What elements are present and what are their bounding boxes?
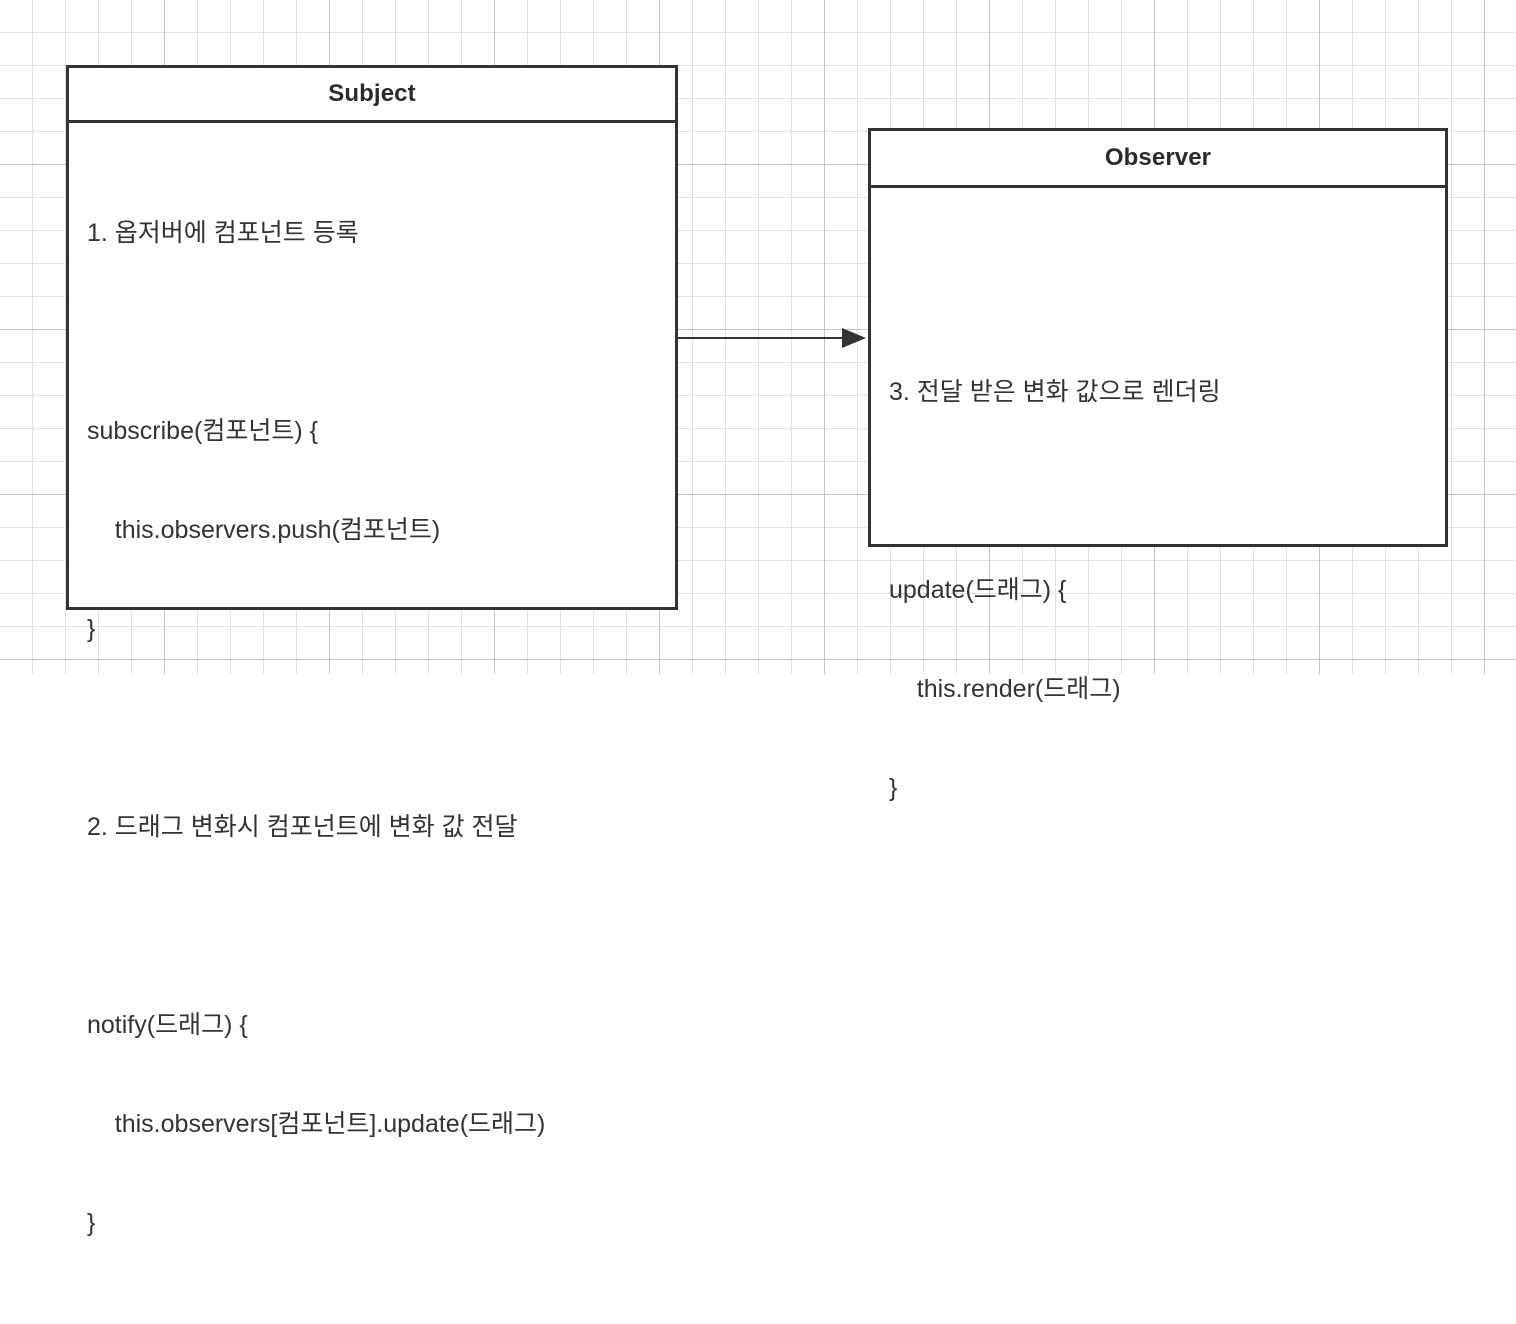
observer-code-block: 3. 전달 받은 변화 값으로 렌더링 update(드래그) { this.r… [889,310,1221,871]
observer-line-1: 3. 전달 받은 변화 값으로 렌더링 [889,378,1221,406]
diagram-canvas: Subject 1. 옵저버에 컴포넌트 등록 subscribe(컴포넌트) … [0,0,1516,1237]
connector-subject-to-observer[interactable] [672,318,872,358]
subject-line-10: this.observers[컴포넌트].update(드래그) [87,1110,546,1138]
subject-line-11: } [87,1209,96,1237]
subject-line-2 [87,316,657,349]
arrowhead-icon [842,328,866,348]
subject-code-block: 1. 옵저버에 컴포넌트 등록 subscribe(컴포넌트) { this.o… [87,151,657,1306]
observer-line-5: } [889,774,898,802]
subject-line-4: this.observers.push(컴포넌트) [87,516,441,544]
subject-line-8 [87,910,657,943]
uml-class-observer-body: 3. 전달 받은 변화 값으로 렌더링 update(드래그) { this.r… [871,188,1445,802]
observer-line-3: update(드래그) { [889,576,1067,604]
subject-line-7: 2. 드래그 변화시 컴포넌트에 변화 값 전달 [87,813,518,841]
subject-line-9: notify(드래그) { [87,1011,248,1039]
observer-line-4: this.render(드래그) [889,675,1121,703]
uml-class-subject[interactable]: Subject 1. 옵저버에 컴포넌트 등록 subscribe(컴포넌트) … [66,65,678,1237]
subject-line-6 [87,712,657,745]
uml-class-subject-title: Subject [69,68,675,123]
observer-line-2 [889,475,1221,508]
subject-line-1: 1. 옵저버에 컴포넌트 등록 [87,219,359,247]
uml-class-observer-title: Observer [871,131,1445,188]
subject-line-5: } [87,615,96,643]
uml-class-observer[interactable]: Observer 3. 전달 받은 변화 값으로 렌더링 update(드래그)… [868,128,1448,802]
subject-line-3: subscribe(컴포넌트) { [87,417,318,445]
uml-class-subject-body: 1. 옵저버에 컴포넌트 등록 subscribe(컴포넌트) { this.o… [69,123,675,1324]
